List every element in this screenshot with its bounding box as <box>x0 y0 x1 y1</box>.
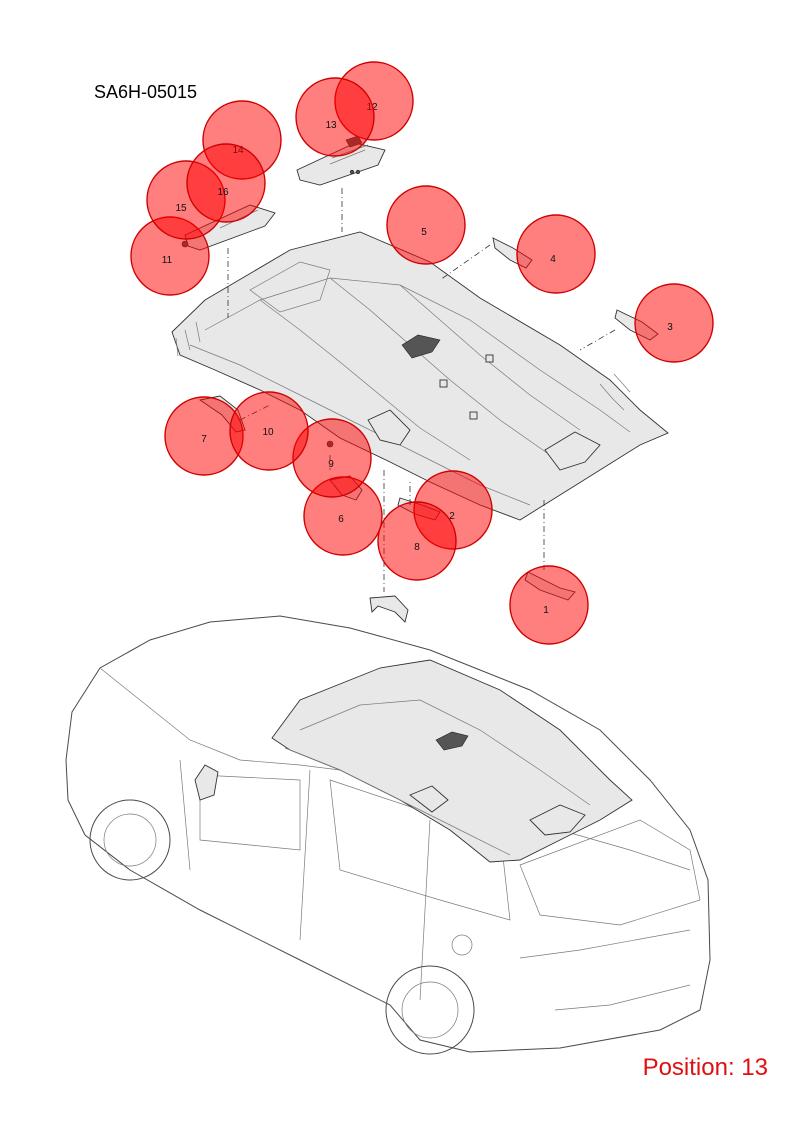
svg-text:9: 9 <box>328 459 334 470</box>
vehicle-headliner-overlay <box>271 659 633 863</box>
svg-text:11: 11 <box>162 255 173 266</box>
callout-4[interactable]: 4 <box>516 214 596 294</box>
svg-text:3: 3 <box>667 322 673 333</box>
svg-text:6: 6 <box>338 514 344 525</box>
headliner-panel <box>171 231 669 521</box>
svg-text:8: 8 <box>414 542 420 553</box>
callout-13[interactable]: 13 <box>295 77 375 157</box>
callout-10[interactable]: 10 <box>229 391 309 471</box>
svg-text:10: 10 <box>262 427 274 438</box>
svg-text:4: 4 <box>550 254 556 265</box>
diagram-code: SA6H-05015 <box>94 82 198 102</box>
callout-3[interactable]: 3 <box>634 283 714 363</box>
svg-text:2: 2 <box>449 511 455 522</box>
callouts: 1 2 3 4 5 6 7 8 <box>130 61 714 645</box>
callout-5[interactable]: 5 <box>386 185 466 265</box>
svg-text:7: 7 <box>201 434 207 445</box>
callout-8[interactable]: 8 <box>377 501 457 581</box>
svg-text:13: 13 <box>325 120 337 131</box>
svg-text:15: 15 <box>175 203 187 214</box>
position-label: Position: 13 <box>642 1054 768 1081</box>
svg-text:1: 1 <box>543 605 549 616</box>
svg-text:16: 16 <box>217 187 229 198</box>
svg-text:5: 5 <box>421 227 427 238</box>
callout-1[interactable]: 1 <box>509 565 589 645</box>
callout-16[interactable]: 16 <box>186 143 266 223</box>
